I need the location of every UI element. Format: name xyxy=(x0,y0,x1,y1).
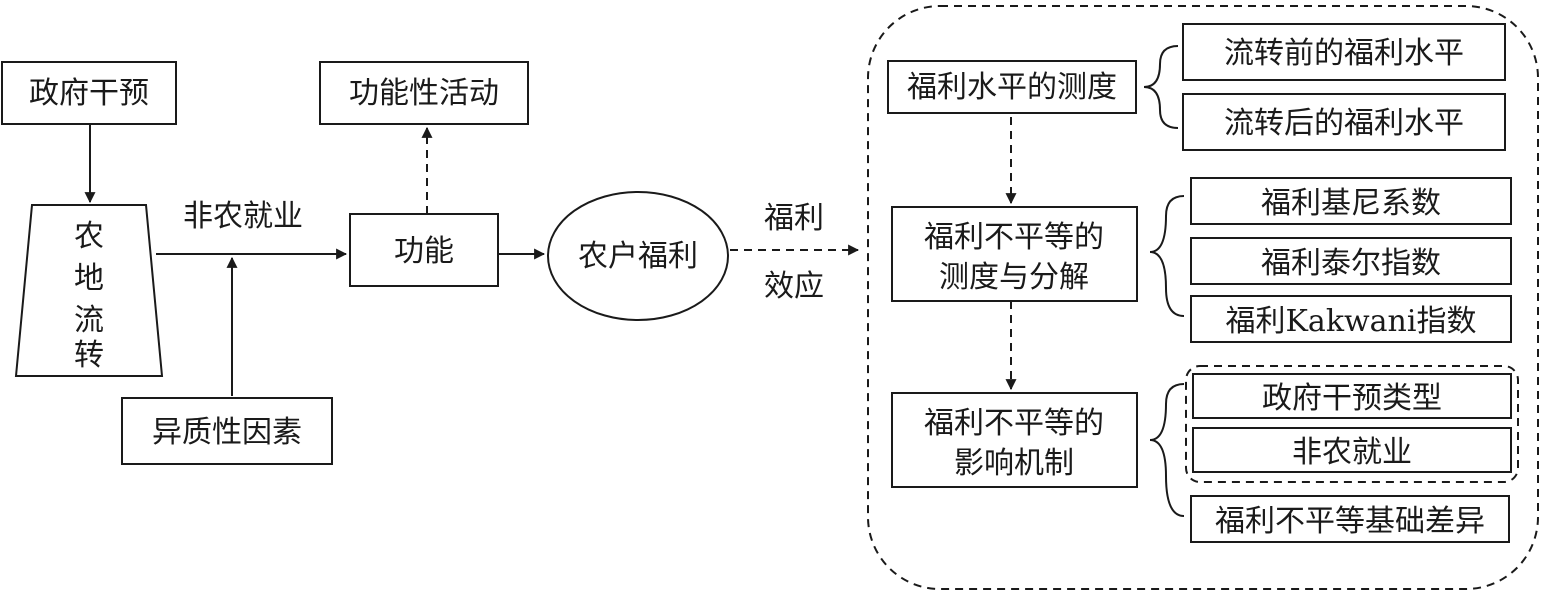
farmer-welfare-label: 农户福利 xyxy=(578,239,698,274)
gini-label: 福利基尼系数 xyxy=(1261,186,1441,221)
theil-label: 福利泰尔指数 xyxy=(1261,246,1441,281)
land-transfer-char-3: 流 xyxy=(74,303,104,338)
function-box: 功能 xyxy=(349,213,499,287)
land-transfer-trapezoid: 农 地 流 转 xyxy=(14,204,164,377)
inequality-decompose-box: 福利不平等的 测度与分解 xyxy=(891,206,1138,302)
nonfarm-employment-box: 非农就业 xyxy=(1192,427,1512,473)
gov-intervention-box: 政府干预 xyxy=(1,61,177,125)
inequality-base-diff-label: 福利不平等基础差异 xyxy=(1215,504,1485,539)
measure-brace xyxy=(1143,45,1179,129)
welfare-measure-label: 福利水平的测度 xyxy=(907,70,1117,105)
land-transfer-char-1: 农 xyxy=(74,219,104,254)
kakwani-box: 福利Kakwani指数 xyxy=(1190,295,1512,343)
inequality-mechanism-label-2: 影响机制 xyxy=(954,446,1074,481)
gov-intervention-label: 政府干预 xyxy=(29,76,149,111)
inequality-mechanism-box: 福利不平等的 影响机制 xyxy=(891,392,1138,488)
measure-item-before-box: 流转前的福利水平 xyxy=(1182,23,1506,81)
measure-item-before: 流转前的福利水平 xyxy=(1224,36,1464,71)
gini-box: 福利基尼系数 xyxy=(1190,177,1512,225)
inequality-base-diff-box: 福利不平等基础差异 xyxy=(1190,495,1510,543)
welfare-effect-label-1: 福利 xyxy=(764,201,824,236)
welfare-effect-label-2: 效应 xyxy=(764,269,824,304)
land-transfer-char-2: 地 xyxy=(74,261,104,296)
mechanism-brace xyxy=(1149,383,1185,517)
heterogeneity-box: 异质性因素 xyxy=(121,397,333,465)
functional-activity-box: 功能性活动 xyxy=(319,61,529,125)
inequality-decompose-label-2: 测度与分解 xyxy=(939,260,1089,295)
inequality-decompose-label-1: 福利不平等的 xyxy=(924,220,1104,255)
gov-intervention-type-label: 政府干预类型 xyxy=(1262,381,1442,416)
theil-box: 福利泰尔指数 xyxy=(1190,237,1512,285)
decompose-brace xyxy=(1149,195,1185,317)
measure-item-after: 流转后的福利水平 xyxy=(1224,106,1464,141)
inequality-mechanism-label-1: 福利不平等的 xyxy=(924,406,1104,441)
nonfarm-employment-label: 非农就业 xyxy=(183,199,303,234)
nonfarm-employment-item-label: 非农就业 xyxy=(1292,435,1412,470)
measure-item-after-box: 流转后的福利水平 xyxy=(1182,93,1506,151)
mechanism-group-dashed-box xyxy=(1185,365,1519,483)
gov-intervention-type-box: 政府干预类型 xyxy=(1192,373,1512,419)
land-transfer-char-4: 转 xyxy=(74,338,104,373)
welfare-analysis-panel xyxy=(867,5,1539,590)
kakwani-label: 福利Kakwani指数 xyxy=(1226,304,1477,339)
function-label: 功能 xyxy=(394,234,454,269)
heterogeneity-label: 异质性因素 xyxy=(152,415,302,450)
functional-activity-label: 功能性活动 xyxy=(349,76,499,111)
farmer-welfare-ellipse: 农户福利 xyxy=(547,191,729,321)
welfare-measure-box: 福利水平的测度 xyxy=(887,60,1137,114)
